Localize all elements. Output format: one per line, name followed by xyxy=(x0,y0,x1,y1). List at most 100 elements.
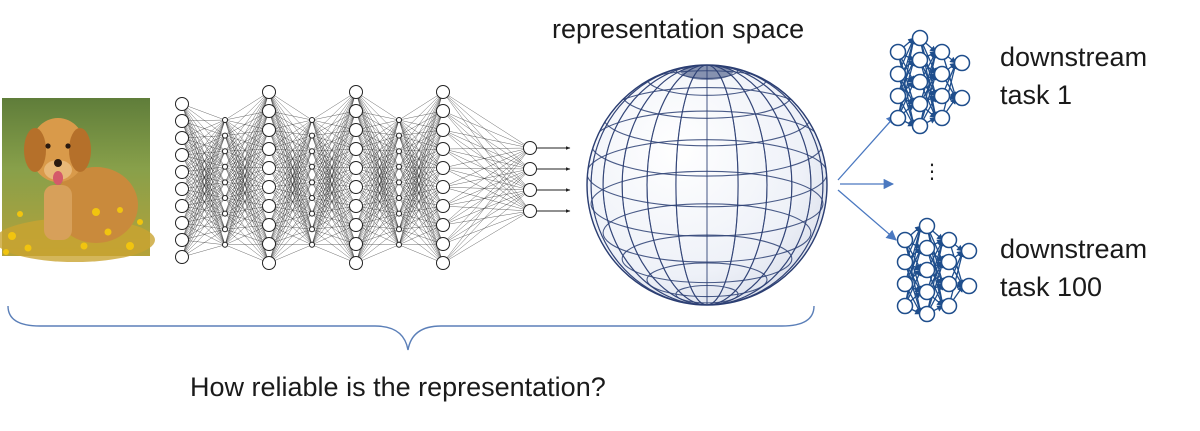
downstream-node xyxy=(889,109,907,127)
encoder-edge xyxy=(268,166,313,264)
encoder-edge xyxy=(224,110,270,167)
encoder-node xyxy=(523,204,537,218)
encoder-edge xyxy=(224,110,270,183)
encoder-node xyxy=(396,195,402,201)
encoder-edge xyxy=(311,91,357,245)
encoder-edge xyxy=(224,148,270,183)
encoder-network xyxy=(175,85,571,270)
encoder-edge xyxy=(311,167,357,245)
encoder-node xyxy=(349,199,363,213)
encoder-edge xyxy=(181,135,226,207)
encoder-edge xyxy=(268,182,313,245)
encoder-edge xyxy=(181,171,226,214)
encoder-edge xyxy=(442,168,531,188)
encoder-edge xyxy=(224,129,270,167)
encoder-node xyxy=(309,117,315,123)
encoder-edge xyxy=(224,91,270,121)
encoder-edge xyxy=(181,137,226,245)
encoder-edge xyxy=(224,135,270,245)
encoder-edge xyxy=(181,119,226,207)
encoder-edge xyxy=(268,166,313,207)
encoder-edge xyxy=(355,110,400,230)
encoder-edge xyxy=(311,151,357,264)
encoder-edge xyxy=(355,182,400,245)
encoder-edge xyxy=(181,151,226,224)
encoder-edge xyxy=(181,222,226,246)
sphere-longitude-line xyxy=(621,65,793,305)
encoder-edge xyxy=(311,148,357,230)
downstream-task-1-label-line2: task 1 xyxy=(1000,80,1073,110)
encoder-edge xyxy=(224,110,270,245)
encoder-edge xyxy=(442,189,531,264)
encoder-edge xyxy=(224,91,270,245)
encoder-edge xyxy=(181,135,226,173)
downstream-edge xyxy=(919,51,938,127)
encoder-edge xyxy=(398,224,444,246)
encoder-edge xyxy=(181,182,226,241)
encoder-node xyxy=(436,104,450,118)
encoder-edge xyxy=(442,129,531,191)
encoder-edge xyxy=(355,182,400,207)
encoder-edge xyxy=(442,148,531,170)
encoder-node xyxy=(309,195,315,201)
encoder-edge xyxy=(181,213,226,241)
encoder-edge xyxy=(224,182,270,245)
encoder-edge xyxy=(442,129,531,149)
encoder-edge xyxy=(355,129,400,183)
encoder-node xyxy=(222,148,228,155)
encoder-edge xyxy=(311,205,357,245)
downstream-node xyxy=(889,65,907,83)
encoder-edge xyxy=(181,137,226,167)
encoder-edge xyxy=(355,110,400,121)
encoder-edge xyxy=(181,197,226,258)
encoder-edge xyxy=(398,166,444,245)
encoder-edge xyxy=(355,135,400,264)
encoder-edge xyxy=(442,110,531,170)
encoder-edge xyxy=(442,186,531,191)
encoder-edge xyxy=(181,205,226,214)
encoder-edge xyxy=(268,119,313,188)
encoder-edge xyxy=(224,205,270,245)
encoder-edge xyxy=(181,120,226,230)
encoder-edge xyxy=(181,154,226,230)
arrow-to-task-100 xyxy=(837,189,897,241)
encoder-edge xyxy=(398,244,444,264)
encoder-node xyxy=(262,123,276,137)
sphere-longitude-line xyxy=(646,65,768,305)
encoder-node xyxy=(436,161,450,175)
encoder-edge xyxy=(181,120,226,245)
encoder-edge xyxy=(268,213,313,264)
encoder-edge xyxy=(181,119,226,241)
encoder-edge xyxy=(311,129,357,199)
encoder-edge xyxy=(268,110,313,230)
encoder-edge xyxy=(181,182,226,190)
encoder-edge xyxy=(311,148,357,245)
encoder-edge xyxy=(355,91,400,121)
encoder-edge xyxy=(355,110,400,199)
encoder-edge xyxy=(311,129,357,230)
encoder-edge xyxy=(311,91,357,183)
encoder-node xyxy=(309,148,315,155)
encoder-edge xyxy=(181,205,226,245)
encoder-edge xyxy=(268,119,313,226)
encoder-edge xyxy=(311,243,357,246)
encoder-node xyxy=(175,250,189,264)
encoder-edge xyxy=(311,110,357,167)
encoder-edge xyxy=(268,91,313,167)
encoder-node xyxy=(349,237,363,251)
encoder-edge xyxy=(311,91,357,199)
encoder-edge xyxy=(442,167,531,191)
encoder-edge xyxy=(398,119,444,226)
encoder-edge xyxy=(311,91,357,214)
encoder-edge xyxy=(181,103,226,245)
encoder-edge xyxy=(355,119,400,188)
encoder-node xyxy=(349,85,363,99)
encoder-edge xyxy=(268,182,313,207)
encoder-edge xyxy=(181,119,226,156)
encoder-node xyxy=(349,218,363,232)
encoder-edge xyxy=(311,186,357,245)
encoder-edge xyxy=(355,182,400,226)
encoder-edge xyxy=(268,135,313,245)
encoder-node xyxy=(436,218,450,232)
encoder-edge xyxy=(442,210,531,264)
